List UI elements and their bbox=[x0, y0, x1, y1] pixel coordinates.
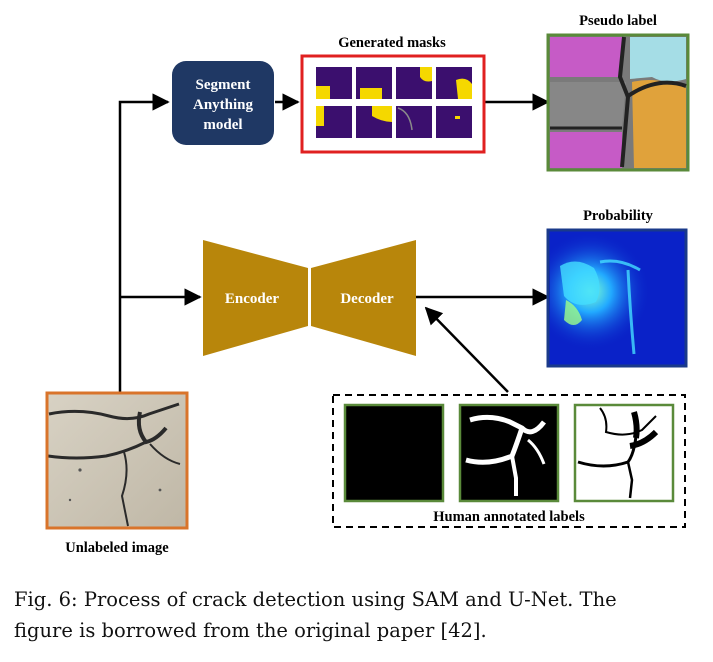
human-annotated-labels-panel: Human annotated labels bbox=[332, 394, 686, 528]
encoder-label: Encoder bbox=[225, 291, 280, 307]
sam-model-box: Segment Anything model bbox=[172, 61, 274, 145]
pseudo-label-label: Pseudo label bbox=[579, 13, 657, 29]
generated-masks-panel bbox=[300, 54, 486, 154]
unet-encoder: Encoder bbox=[203, 240, 308, 356]
connector-lines bbox=[118, 93, 550, 393]
unet-decoder: Decoder bbox=[311, 240, 416, 356]
caption-line-2: figure is borrowed from the original pap… bbox=[14, 619, 487, 642]
sam-line-1: Segment bbox=[196, 77, 251, 93]
annotated-label-3 bbox=[573, 403, 675, 503]
annotated-label-2 bbox=[458, 403, 560, 503]
decoder-label: Decoder bbox=[340, 291, 394, 307]
sam-line-3: model bbox=[203, 117, 242, 133]
mask-tiles bbox=[316, 67, 472, 138]
sam-line-2: Anything bbox=[193, 97, 254, 113]
generated-masks-label: Generated masks bbox=[338, 35, 446, 51]
unlabeled-image bbox=[45, 391, 189, 530]
probability-map bbox=[546, 228, 688, 368]
human-annotated-labels-label: Human annotated labels bbox=[433, 509, 585, 525]
unlabeled-image-label: Unlabeled image bbox=[65, 540, 169, 556]
crack-detection-diagram: Segment Anything model Generated masks bbox=[45, 13, 690, 556]
probability-label: Probability bbox=[583, 208, 654, 224]
caption-line-1: Fig. 6: Process of crack detection using… bbox=[14, 588, 617, 611]
pseudo-label-image bbox=[546, 33, 690, 172]
figure-caption: Fig. 6: Process of crack detection using… bbox=[14, 584, 704, 646]
